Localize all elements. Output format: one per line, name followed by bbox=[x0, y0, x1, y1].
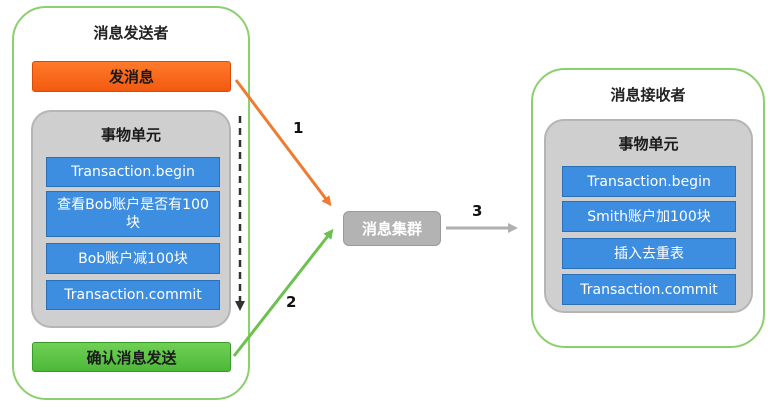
receiver-step-commit: Transaction.commit bbox=[562, 274, 736, 305]
arrow-send-to-cluster bbox=[234, 79, 332, 207]
confirm-send-bar: 确认消息发送 bbox=[32, 342, 231, 372]
sender-unit-title: 事物单元 bbox=[100, 126, 161, 144]
receiver-title: 消息接收者 bbox=[610, 86, 686, 104]
send-message-label: 发消息 bbox=[108, 68, 154, 86]
receiver-step-begin: Transaction.begin bbox=[562, 166, 736, 197]
receiver-step-dedup-insert: 插入去重表 bbox=[562, 238, 736, 269]
message-cluster: 消息集群 bbox=[343, 211, 441, 246]
receiver-step-credit: Smith账户加100块 bbox=[562, 201, 736, 232]
sender-title: 消息发送者 bbox=[93, 24, 169, 42]
sender-step-commit: Transaction.commit bbox=[46, 280, 220, 310]
arrow-label-1: 1 bbox=[293, 119, 304, 137]
sender-step-debit: Bob账户减100块 bbox=[46, 243, 220, 274]
receiver-unit-title: 事物单元 bbox=[618, 135, 679, 153]
arrow-confirm-to-cluster bbox=[232, 228, 334, 357]
arrow-label-3: 3 bbox=[472, 202, 483, 220]
sender-step-check-balance: 查看Bob账户是否有100块 bbox=[46, 191, 220, 237]
message-cluster-label: 消息集群 bbox=[361, 220, 422, 238]
sender-step-begin: Transaction.begin bbox=[46, 157, 220, 187]
send-message-bar: 发消息 bbox=[32, 61, 231, 92]
arrow-label-2: 2 bbox=[286, 293, 297, 311]
confirm-send-label: 确认消息发送 bbox=[86, 348, 177, 367]
